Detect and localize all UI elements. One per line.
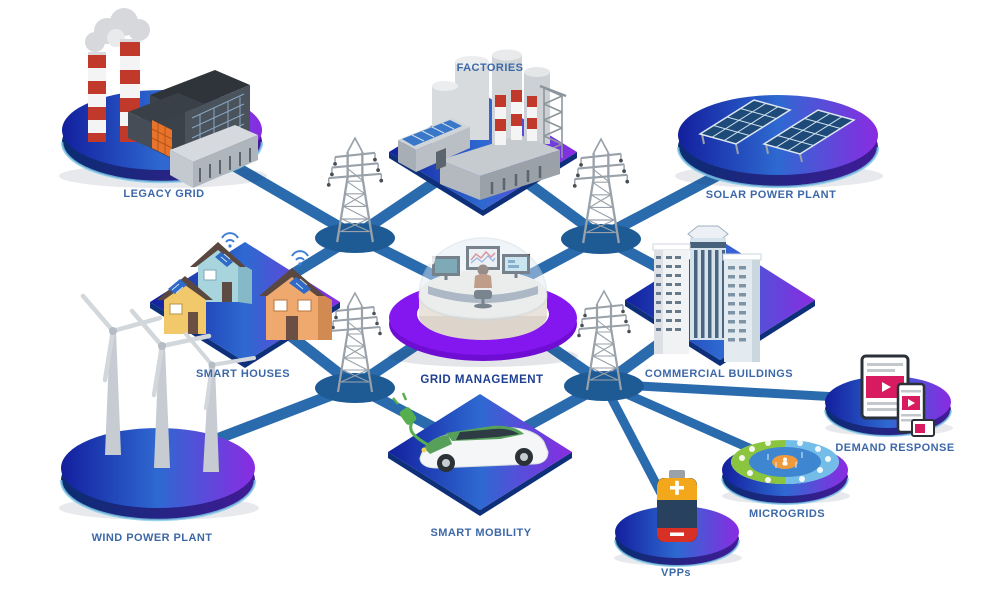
node-wind-power-plant: [59, 293, 259, 522]
tower-hub: [561, 224, 641, 254]
scaffold-tower: [539, 84, 567, 158]
label-demand-response: DEMAND RESPONSE: [835, 442, 955, 454]
label-solar-power-plant: SOLAR POWER PLANT: [705, 189, 837, 201]
label-wind-power-plant: WIND POWER PLANT: [91, 532, 213, 544]
control-room-dome-icon: [428, 246, 538, 309]
electric-car-icon: [392, 392, 549, 472]
charging-cable: [409, 421, 431, 448]
houses-icon: [157, 232, 332, 340]
node-commercial-buildings: [625, 225, 815, 366]
node-grid-management: [388, 219, 578, 367]
label-smart-houses: SMART HOUSES: [195, 368, 291, 380]
solar-roof-strip: [402, 120, 462, 146]
glass-dome: [418, 237, 548, 321]
tower-hub: [564, 371, 644, 401]
node-vpps: [614, 470, 742, 567]
wifi-icon: [291, 250, 309, 266]
label-smart-mobility: SMART MOBILITY: [430, 527, 532, 539]
tower-hub: [315, 223, 395, 253]
node-demand-response: [824, 354, 953, 437]
operator-person: [477, 264, 489, 276]
label-factories: FACTORIES: [456, 62, 524, 74]
battery-icon: [657, 470, 697, 542]
charging-plug: [392, 392, 417, 425]
coal-power-plant-icon: [85, 8, 258, 188]
label-legacy-grid: LEGACY GRID: [123, 188, 205, 200]
wifi-icon: [221, 232, 239, 248]
label-vpps: VPPs: [661, 567, 691, 579]
tower-hubs: [315, 223, 644, 403]
label-microgrids: MICROGRIDS: [749, 508, 825, 520]
node-smart-houses: [150, 232, 340, 368]
media-devices-icon: [860, 354, 935, 437]
office-towers-icon: [652, 225, 762, 362]
solar-panels-icon: [698, 99, 856, 163]
line-legacy-hub1: [221, 155, 358, 241]
node-legacy-grid: [59, 8, 267, 188]
node-factories: [389, 49, 577, 216]
node-smart-mobility: [388, 392, 572, 516]
wind-turbines-icon: [80, 293, 256, 472]
node-solar-power-plant: [675, 95, 883, 189]
label-commercial-buildings: COMMERCIAL BUILDINGS: [644, 368, 794, 380]
factory-icon: [398, 49, 567, 200]
microgrid-circle-icon: [731, 440, 839, 484]
tower-hub: [315, 373, 395, 403]
label-grid-management: GRID MANAGEMENT: [420, 374, 544, 386]
node-microgrids: [721, 440, 850, 505]
